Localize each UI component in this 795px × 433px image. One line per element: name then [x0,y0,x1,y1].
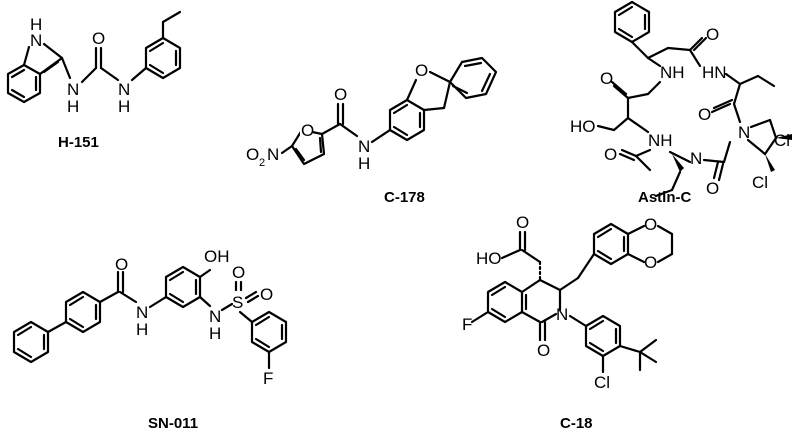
atom-label: N [556,305,568,324]
atom-label: O [415,61,428,80]
atom-label: O [706,25,719,44]
atom-label: H [209,324,221,343]
atom-label: H [358,154,370,173]
atom-label: N [358,137,370,156]
atom-label: O [92,29,105,48]
atom-label: O [232,263,245,282]
atom-label: F [263,369,273,388]
atom-label: N [136,303,148,322]
structure-c-178: O 2 N O O N H O C-178 [246,56,498,206]
compound-label: SN-011 [148,415,198,432]
atom-label: HN [702,63,727,82]
atom-label: O [115,255,128,274]
structure-c-18: HO O O O F O N [462,213,674,432]
atom-label: 2 [259,157,265,169]
atom-label: O [334,85,347,104]
atom-label: H [136,320,148,339]
atom-label: O [246,145,259,164]
compound-label: H-151 [58,134,99,151]
atom-label: N [209,307,221,326]
atom-label: H [118,97,130,116]
atom-label: NH [648,131,673,150]
atom-label: O [644,215,657,234]
atom-label: O [706,179,719,198]
atom-label: H [30,15,42,34]
atom-label: F [462,315,472,334]
atom-label: Cl [774,131,790,150]
atom-label: O [301,121,314,140]
atom-label: O [698,105,711,124]
compound-label: C-178 [384,189,425,206]
atom-label: Cl [594,373,610,392]
atom-label: OH [204,247,230,266]
structure-sn-011: O N H OH N H S O O F SN-011 [12,247,288,432]
atom-label: N [67,80,79,99]
atom-label: N [267,145,279,164]
atom-label: HO [570,117,596,136]
structure-astin-c: O NH HN O N Cl Cl O HO NH [570,0,792,206]
compound-label: C-18 [560,415,593,432]
structure-h-151: N H N H O N H H-151 [6,10,182,151]
atom-label: O [537,341,550,360]
atom-label: Cl [752,173,768,192]
atom-label: O [644,253,657,272]
atom-label: NH [660,63,685,82]
atom-label: N [30,31,42,50]
atom-label: HO [476,249,502,268]
compound-label: Astin-C [638,189,691,206]
atom-label: O [260,285,273,304]
atom-label: S [232,293,243,312]
atom-label: O [604,145,617,164]
atom-label: N [738,123,750,142]
atom-label: N [118,80,130,99]
atom-label: O [516,213,529,232]
atom-label: O [600,69,613,88]
atom-label: H [67,97,79,116]
atom-label: N [690,149,702,168]
